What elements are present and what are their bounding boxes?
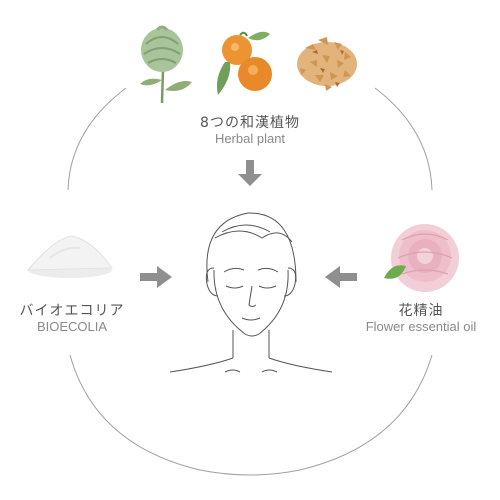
pink-flower-icon	[384, 224, 459, 292]
face-illustration	[169, 212, 333, 373]
right-label-en: Flower essential oil	[365, 319, 477, 334]
arrow-left	[325, 266, 357, 288]
right-label-jp: 花精油	[398, 303, 444, 319]
arrow-right	[140, 266, 172, 288]
arc-top-left	[67, 87, 127, 191]
top-label-en: Herbal plant	[214, 131, 286, 146]
arc-bottom	[199, 469, 301, 476]
arc-top-right	[374, 87, 433, 191]
left-label-jp: バイオエコリア	[19, 303, 125, 319]
white-powder-icon	[26, 235, 113, 278]
arc-bottom-right	[299, 354, 433, 471]
dried-herb-flakes-icon	[297, 37, 357, 91]
arc-bottom-left	[69, 354, 201, 471]
arrow-down	[238, 160, 262, 186]
mandarin-orange-icon	[216, 31, 272, 95]
left-label-en: BIOECOLIA	[36, 319, 108, 334]
artichoke-icon	[140, 25, 192, 104]
top-label-jp: 8つの和漢植物	[200, 115, 300, 131]
